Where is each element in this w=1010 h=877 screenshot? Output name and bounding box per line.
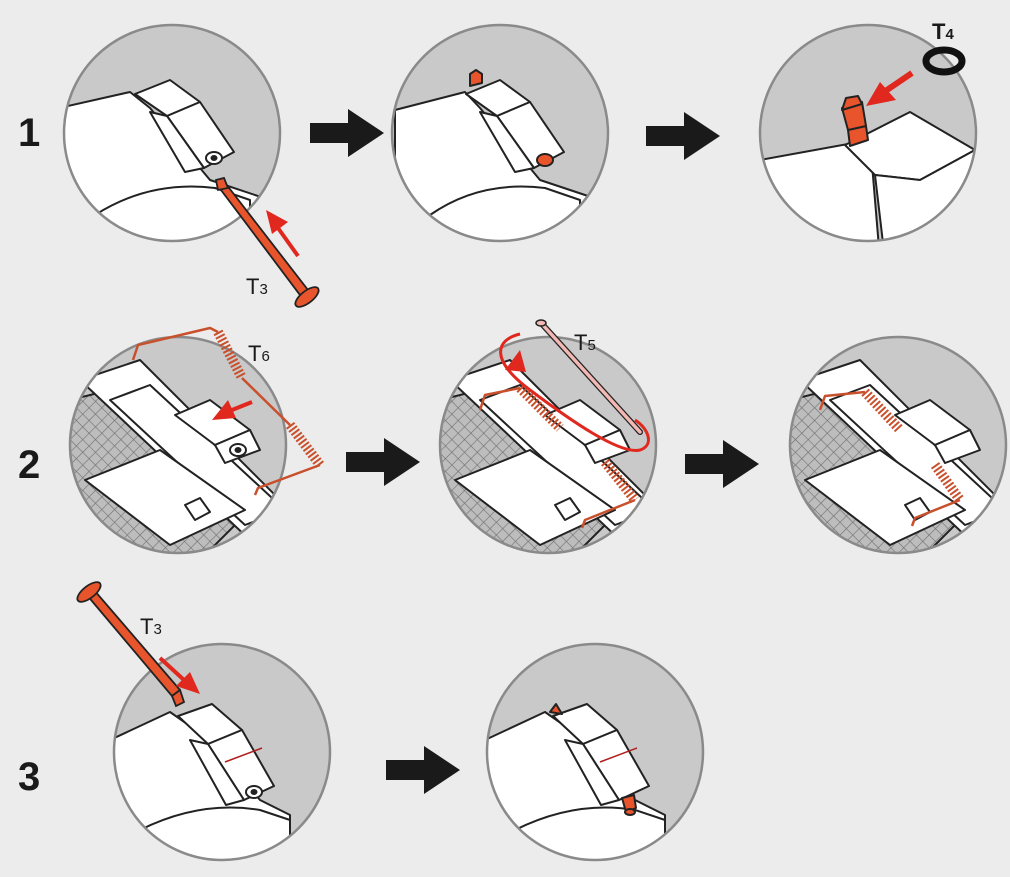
step1-circle-1	[62, 23, 282, 243]
insert-direction-arrow	[266, 210, 300, 258]
spring-direction-arrow	[212, 400, 253, 420]
step3-circle-1	[112, 642, 332, 862]
next-arrow-2a	[346, 438, 420, 486]
oring-t4	[922, 46, 966, 76]
tool-label-t5: T5	[574, 330, 596, 355]
step1-circle-3	[758, 23, 978, 243]
next-arrow-1b	[646, 112, 720, 160]
step-number-3: 3	[18, 755, 40, 799]
step2-circle-2	[438, 335, 658, 555]
spring-t6	[131, 326, 324, 496]
step-number-2: 2	[18, 443, 40, 487]
step-number-1: 1	[18, 111, 40, 155]
step2-circle-3	[788, 335, 1008, 555]
next-arrow-2b	[685, 440, 759, 488]
step3-circle-2	[485, 642, 705, 862]
tool-label-t6: T6	[248, 341, 270, 366]
next-arrow-3	[386, 746, 460, 794]
step2-circle-1	[68, 335, 288, 555]
rotation-arrow	[499, 332, 650, 452]
insert-direction-arrow-step3	[158, 656, 200, 694]
oring-direction-arrow	[866, 70, 914, 106]
tool-label-t3-step1: T3	[246, 274, 268, 299]
next-arrow-1a	[310, 109, 384, 157]
tool-label-t3-step3: T3	[140, 614, 162, 639]
pin-t3-step1	[214, 176, 320, 308]
tool-label-t4: T4	[932, 19, 954, 44]
step1-circle-2	[390, 23, 610, 243]
rod-t5	[535, 319, 643, 435]
pin-t3-step3	[76, 581, 186, 708]
